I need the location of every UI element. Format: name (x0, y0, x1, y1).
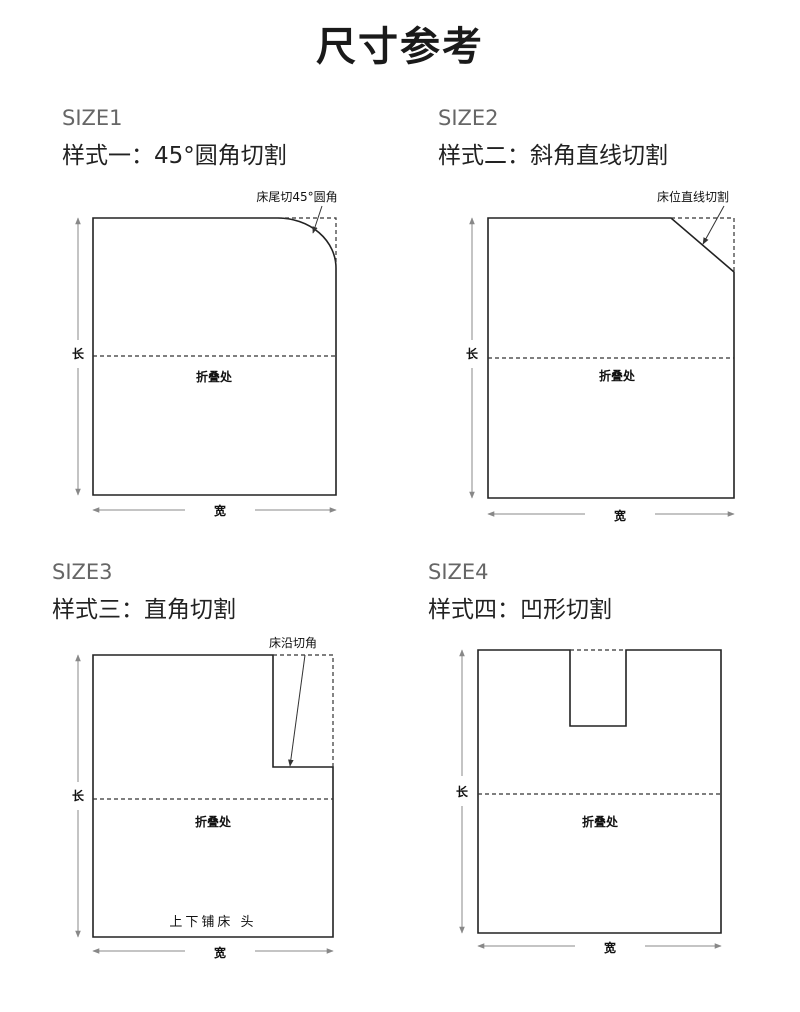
diagram-style2: 折叠处 长 宽 床位直线切割 (466, 189, 735, 523)
cut-corner-guide (273, 654, 334, 767)
size1-label: SIZE1 (62, 106, 123, 130)
sheet-outline (92, 654, 334, 938)
page-title: 尺寸参考 (316, 24, 484, 70)
corner-note-arrow (702, 205, 725, 245)
sheet-outline (487, 217, 735, 499)
length-label: 长 (72, 346, 85, 361)
width-label: 宽 (213, 503, 226, 518)
length-label: 长 (456, 784, 469, 799)
width-label: 宽 (213, 945, 226, 960)
corner-note-arrow (312, 205, 323, 234)
style2-label: 样式二：斜角直线切割 (438, 143, 668, 169)
fold-label: 折叠处 (582, 814, 619, 829)
fold-label: 折叠处 (196, 369, 233, 384)
fold-label: 折叠处 (599, 368, 636, 383)
diagram-style1: 折叠处 长 宽 床尾切45°圆角 (72, 190, 338, 518)
sheet-outline (477, 649, 722, 934)
size3-label: SIZE3 (52, 560, 113, 584)
fold-label: 折叠处 (195, 814, 232, 829)
width-label: 宽 (613, 508, 626, 523)
length-label: 长 (72, 788, 85, 803)
bed-head-note: 上下铺床 头 (169, 915, 256, 930)
width-label: 宽 (603, 940, 616, 955)
style1-label: 样式一：45°圆角切割 (62, 143, 287, 169)
corner-note-arrow (288, 654, 306, 767)
cut-corner-guide (278, 217, 337, 268)
diagram-style4: 折叠处 长 宽 (456, 649, 722, 955)
cut-corner-guide (671, 217, 735, 272)
size4-label: SIZE4 (428, 560, 489, 584)
size2-label: SIZE2 (438, 106, 499, 130)
corner-note: 床尾切45°圆角 (256, 190, 337, 204)
corner-note: 床位直线切割 (657, 189, 729, 204)
corner-note: 床沿切角 (269, 636, 317, 650)
length-label: 长 (466, 346, 479, 361)
style4-label: 样式四：凹形切割 (428, 597, 612, 623)
style3-label: 样式三：直角切割 (52, 597, 236, 623)
diagram-style3: 折叠处 长 宽 上下铺床 头 床沿切角 (72, 636, 334, 960)
